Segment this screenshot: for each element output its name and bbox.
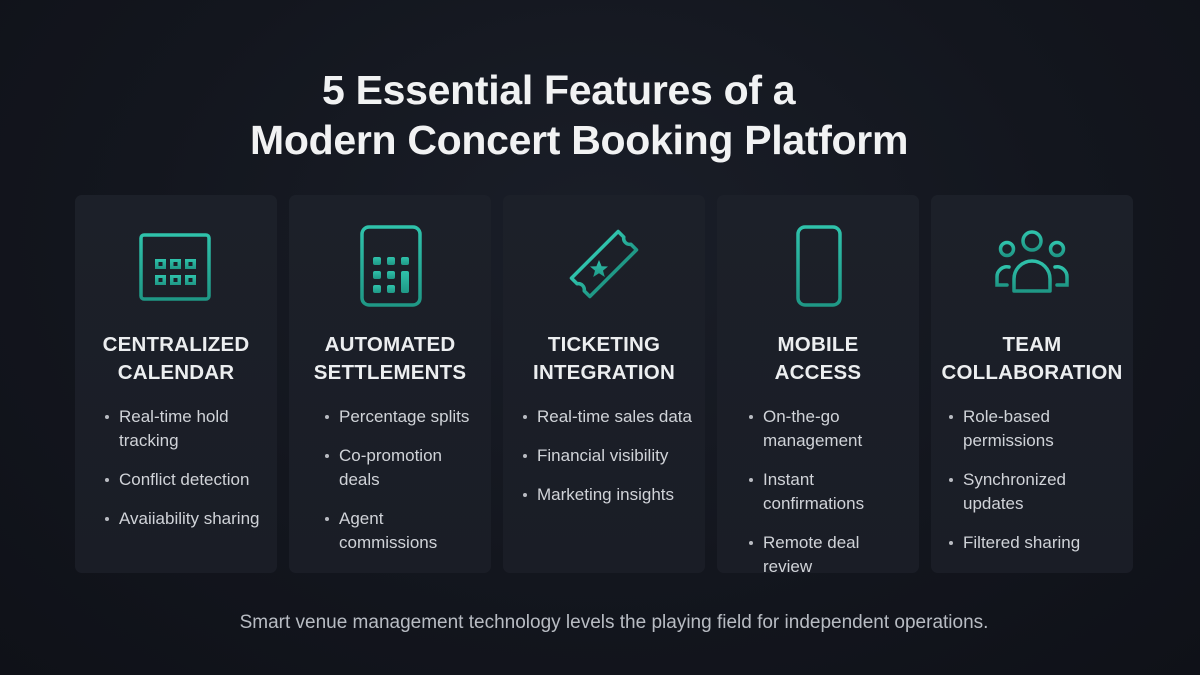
bullet-item: Synchronized updates — [947, 468, 1078, 516]
feature-title-line-2: Collaboration — [941, 361, 1123, 384]
feature-bullets: On-the-go management Instant confirmatio… — [747, 405, 913, 594]
bullet-item: Financial visibility — [521, 444, 699, 468]
calculator-icon — [345, 219, 435, 309]
feature-title-line-2: Settlements — [313, 361, 467, 384]
feature-title: Mobile Access — [717, 331, 919, 387]
bullet-item: Filtered sharing — [947, 531, 1127, 555]
title-line-2: Modern Concert Booking Platform — [250, 117, 909, 164]
feature-cards: Centralized Calendar Real-time hold trac… — [75, 195, 1133, 576]
calendar-icon — [131, 219, 221, 309]
smartphone-icon — [773, 219, 863, 309]
feature-bullets: Real-time sales data Financial visibilit… — [521, 405, 699, 522]
feature-card-ticketing-integration: Ticketing Integration Real-time sales da… — [503, 195, 705, 573]
bullet-item: Agent commissions — [323, 507, 485, 555]
bullet-item: Avaiiability sharing — [103, 507, 271, 531]
bullet-item: Instant confirmations — [747, 468, 913, 516]
feature-card-team-collaboration: Team Collaboration Role-based permission… — [931, 195, 1133, 573]
feature-title: Automated Settlements — [289, 331, 491, 387]
title-line-1: 5 Essential Features of a — [322, 67, 796, 114]
bullet-item: Real-time sales data — [521, 405, 699, 429]
feature-title-line-1: Ticketing — [547, 333, 661, 356]
bullet-item: Marketing insights — [521, 483, 699, 507]
ticket-icon — [559, 219, 649, 309]
feature-card-automated-settlements: Automated Settlements Percentage splits … — [289, 195, 491, 573]
feature-title-line-1: Mobile — [777, 333, 859, 356]
feature-title: Team Collaboration — [931, 331, 1133, 387]
feature-card-mobile-access: Mobile Access On-the-go management Insta… — [717, 195, 919, 576]
feature-title-line-2: Calendar — [117, 361, 235, 384]
feature-title: Ticketing Integration — [503, 331, 705, 387]
feature-bullets: Role-based permissions Synchronized upda… — [947, 405, 1127, 570]
bullet-item: Co-promotion deals — [323, 444, 485, 492]
feature-title: Centralized Calendar — [75, 331, 277, 387]
feature-title-line-1: Centralized — [102, 333, 250, 356]
team-icon — [987, 219, 1077, 309]
feature-title-line-1: Automated — [324, 333, 456, 356]
feature-title-line-2: Access — [774, 361, 862, 384]
bullet-item: Real-time hold tracking — [103, 405, 249, 453]
bullet-item: Role-based permissions — [947, 405, 1073, 453]
bullet-item: Remote deal review — [747, 531, 913, 579]
feature-card-centralized-calendar: Centralized Calendar Real-time hold trac… — [75, 195, 277, 573]
page-title: 5 Essential Features of a Modern Concert… — [0, 65, 1200, 165]
feature-bullets: Percentage splits Co-promotion deals Age… — [323, 405, 485, 570]
feature-bullets: Real-time hold tracking Conflict detecti… — [103, 405, 271, 546]
bullet-item: Conflict detection — [103, 468, 271, 492]
bullet-item: On-the-go management — [747, 405, 883, 453]
feature-title-line-1: Team — [1002, 333, 1062, 356]
feature-title-line-2: Integration — [533, 361, 675, 384]
bullet-item: Percentage splits — [323, 405, 485, 429]
footer-tagline: Smart venue management technology levels… — [239, 612, 989, 633]
